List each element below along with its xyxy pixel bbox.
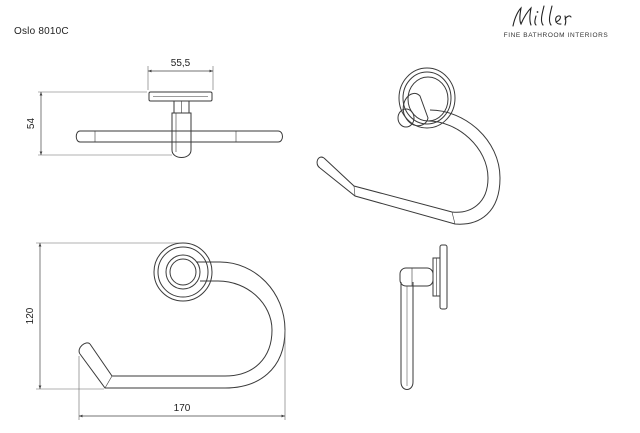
front-arm-tip [78,342,91,355]
perspective-arm-outer [319,109,501,225]
side-post [399,267,434,287]
product-code: Oslo 8010C [14,26,69,37]
front-post-end [169,258,197,286]
perspective-arm-inner [323,120,489,213]
front-height-label: 120 [25,307,36,324]
front-arm-outer [79,261,286,389]
perspective-arm-tip [316,156,325,169]
top-collar [171,112,192,158]
front-arm-inner [89,280,273,377]
top-arm [75,130,283,143]
front-view [36,242,286,420]
top-view [38,66,283,158]
front-width-label: 170 [174,403,191,414]
side-view [399,244,448,390]
perspective-post-end [397,108,415,128]
side-backplate [439,244,448,310]
perspective-view [316,67,501,225]
brand-logo: FINE BATHROOM INTERIORS [486,2,626,39]
side-arm [400,282,414,390]
brand-tagline: FINE BATHROOM INTERIORS [503,32,609,39]
perspective-backplate-outer [398,67,456,129]
top-height-label: 54 [26,118,37,130]
top-width-label: 55,5 [171,58,191,69]
front-backplate-outer [153,242,213,302]
brand-wordmark [512,5,572,27]
